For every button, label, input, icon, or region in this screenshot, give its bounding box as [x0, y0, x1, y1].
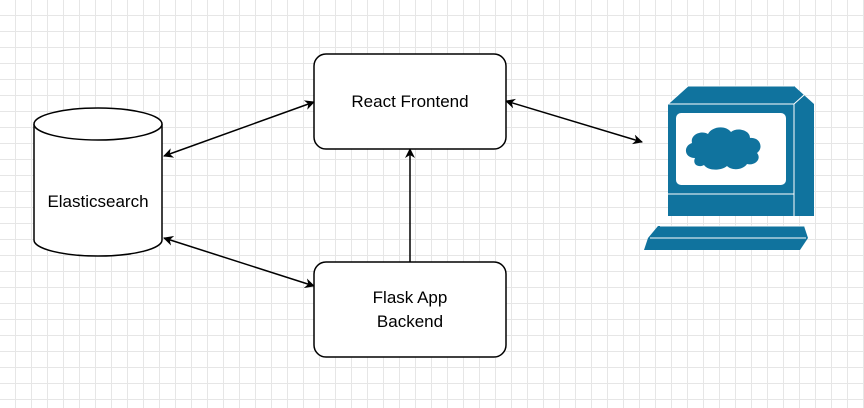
- cloud-icon: [685, 127, 761, 170]
- flask-backend-label-container: Flask App Backend: [314, 262, 506, 357]
- react-frontend-label: React Frontend: [351, 91, 469, 111]
- elasticsearch-label-container: Elasticsearch: [34, 180, 162, 224]
- edge-elasticsearch-react[interactable]: [163, 100, 315, 158]
- flask-backend-label-line2: Backend: [376, 311, 444, 331]
- react-frontend-node[interactable]: [313, 53, 507, 150]
- react-frontend-label-container: React Frontend: [314, 54, 506, 149]
- edge-elasticsearch-flask[interactable]: [163, 235, 315, 289]
- computer-monitor-icon[interactable]: [644, 85, 815, 250]
- flask-backend-label-line1: Flask App: [372, 287, 448, 307]
- edge-react-computer[interactable]: [505, 98, 643, 145]
- elasticsearch-label: Elasticsearch: [47, 192, 149, 211]
- elasticsearch-node[interactable]: [33, 107, 163, 257]
- flask-backend-node[interactable]: [313, 261, 507, 358]
